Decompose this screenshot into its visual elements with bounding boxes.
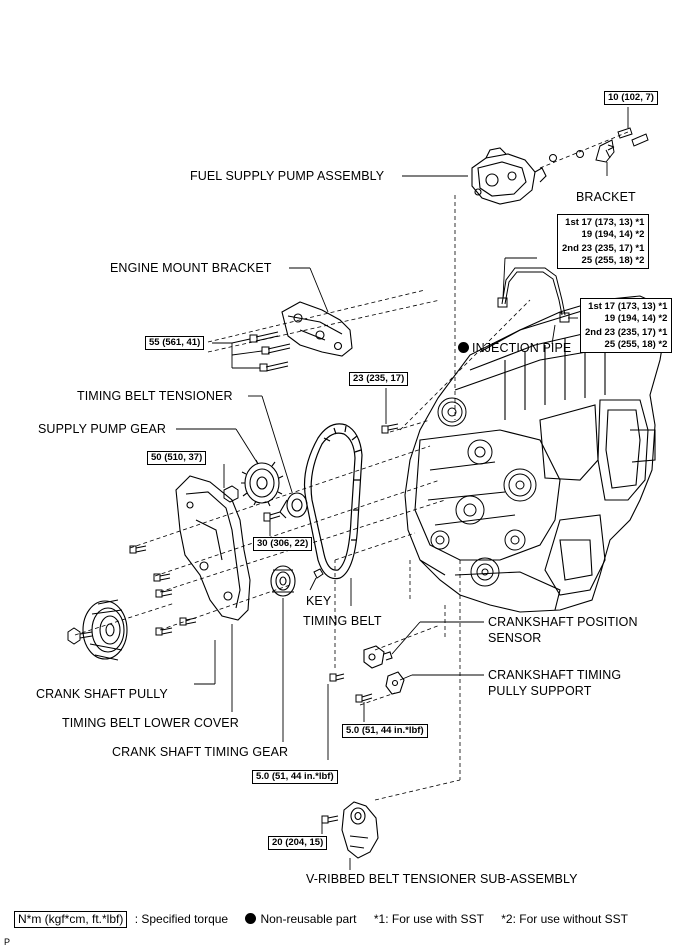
legend-non-reusable-dot-icon xyxy=(245,913,257,924)
crank-shaft-timing-gear-drawing xyxy=(270,565,296,597)
non-reusable-dot-icon xyxy=(458,342,469,353)
torque-injection-pipe-top: 1st 17 (173, 13) *1 19 (194, 14) *2 2nd … xyxy=(557,214,650,269)
timing-belt-tensioner-drawing xyxy=(279,492,308,519)
crankshaft-position-sensor-drawing xyxy=(363,645,393,669)
v-ribbed-belt-tensioner-label: V-RIBBED BELT TENSIONER SUB-ASSEMBLY xyxy=(306,872,578,886)
corner-mark: P xyxy=(4,937,11,947)
torque-row: 25 (255, 18) *2 xyxy=(604,338,668,350)
timing-belt-lower-cover-label: TIMING BELT LOWER COVER xyxy=(62,716,239,730)
legend: N*m (kgf*cm, ft.*lbf) : Specified torque… xyxy=(14,911,632,928)
block-bolt-drawing xyxy=(381,423,399,434)
leader-lines xyxy=(176,107,629,870)
cover-bolts xyxy=(129,545,197,636)
torque-sensor: 5.0 (51, 44 in.*lbf) xyxy=(252,770,338,784)
injection-pipe-drawing xyxy=(497,267,570,323)
torque-injection-pipe-bottom: 1st 17 (173, 13) *1 19 (194, 14) *2 2nd … xyxy=(580,298,673,353)
torque-tensioner: 30 (306, 22) xyxy=(253,537,313,551)
timing-belt-label: TIMING BELT xyxy=(303,614,382,628)
legend-non-reusable: Non-reusable part xyxy=(260,912,357,926)
key-label: KEY xyxy=(306,594,332,608)
torque-row: 19 (194, 14) *2 xyxy=(581,228,645,240)
torque-row: 2nd 23 (235, 17) *1 xyxy=(585,327,668,338)
bracket-label: BRACKET xyxy=(576,190,636,204)
injection-pipe-text: INJECTION PIPE xyxy=(472,341,572,355)
crankshaft-position-sensor-label: CRANKSHAFT POSITION SENSOR xyxy=(488,615,638,645)
pully-bolt-drawing xyxy=(67,627,93,645)
torque-row: 25 (255, 18) *2 xyxy=(581,254,645,266)
timing-belt-lower-cover-drawing xyxy=(175,475,251,621)
torque-row: 2nd 23 (235, 17) *1 xyxy=(562,243,645,254)
supply-pump-gear-label: SUPPLY PUMP GEAR xyxy=(38,422,167,436)
torque-supply-pump-gear: 50 (510, 37) xyxy=(147,451,207,465)
crank-shaft-pully-label: CRANK SHAFT PULLY xyxy=(36,687,168,701)
engine-mount-bracket-label: ENGINE MOUNT BRACKET xyxy=(110,261,272,275)
torque-engine-mount: 55 (561, 41) xyxy=(145,336,205,350)
legend-note-1: *1: For use with SST xyxy=(373,912,484,926)
fuel-supply-pump-drawing xyxy=(471,147,547,205)
support-bolt-drawing xyxy=(355,693,373,703)
bracket-drawing xyxy=(549,127,649,163)
crankshaft-position-sensor-line1: CRANKSHAFT POSITION xyxy=(488,615,638,629)
engine-mount-bolts xyxy=(249,331,291,372)
injection-pipe-label: INJECTION PIPE xyxy=(458,341,571,355)
crank-shaft-timing-gear-label: CRANK SHAFT TIMING GEAR xyxy=(112,745,289,759)
crankshaft-timing-pully-support-line1: CRANKSHAFT TIMING xyxy=(488,668,622,682)
crankshaft-timing-pully-support-label: CRANKSHAFT TIMING PULLY SUPPORT xyxy=(488,668,621,698)
v-ribbed-belt-tensioner-drawing xyxy=(341,801,379,859)
crankshaft-position-sensor-line2: SENSOR xyxy=(488,631,542,645)
torque-row: 19 (194, 14) *2 xyxy=(604,312,668,324)
supply-pump-gear-drawing xyxy=(241,459,284,507)
engine-mount-bracket-drawing xyxy=(281,301,353,357)
timing-belt-drawing xyxy=(303,423,363,580)
block-gears xyxy=(430,397,537,587)
legend-specified-torque: : Specified torque xyxy=(134,912,229,926)
crank-shaft-pully-drawing xyxy=(82,599,128,661)
tensioner-bolt-drawing xyxy=(263,511,281,522)
legend-unit-box: N*m (kgf*cm, ft.*lbf) xyxy=(14,911,128,928)
timing-belt-tensioner-label: TIMING BELT TENSIONER xyxy=(77,389,233,403)
legend-note-2: *2: For use without SST xyxy=(501,912,628,926)
torque-row: 1st 17 (173, 13) *1 xyxy=(588,301,668,312)
crankshaft-timing-pully-support-drawing xyxy=(385,671,405,695)
sensor-bolt-drawing xyxy=(329,673,345,682)
gear-nut-drawing xyxy=(223,485,239,503)
torque-support: 5.0 (51, 44 in.*lbf) xyxy=(342,724,428,738)
fuel-supply-pump-label: FUEL SUPPLY PUMP ASSEMBLY xyxy=(190,169,385,183)
torque-block-bolt: 23 (235, 17) xyxy=(349,372,409,386)
torque-row: 1st 17 (173, 13) *1 xyxy=(565,217,645,228)
key-drawing xyxy=(313,568,324,579)
crankshaft-timing-pully-support-line2: PULLY SUPPORT xyxy=(488,684,592,698)
v-ribbed-bolt-drawing xyxy=(321,815,339,824)
torque-v-ribbed: 20 (204, 15) xyxy=(268,836,328,850)
torque-bracket-bolts: 10 (102, 7) xyxy=(604,91,658,105)
